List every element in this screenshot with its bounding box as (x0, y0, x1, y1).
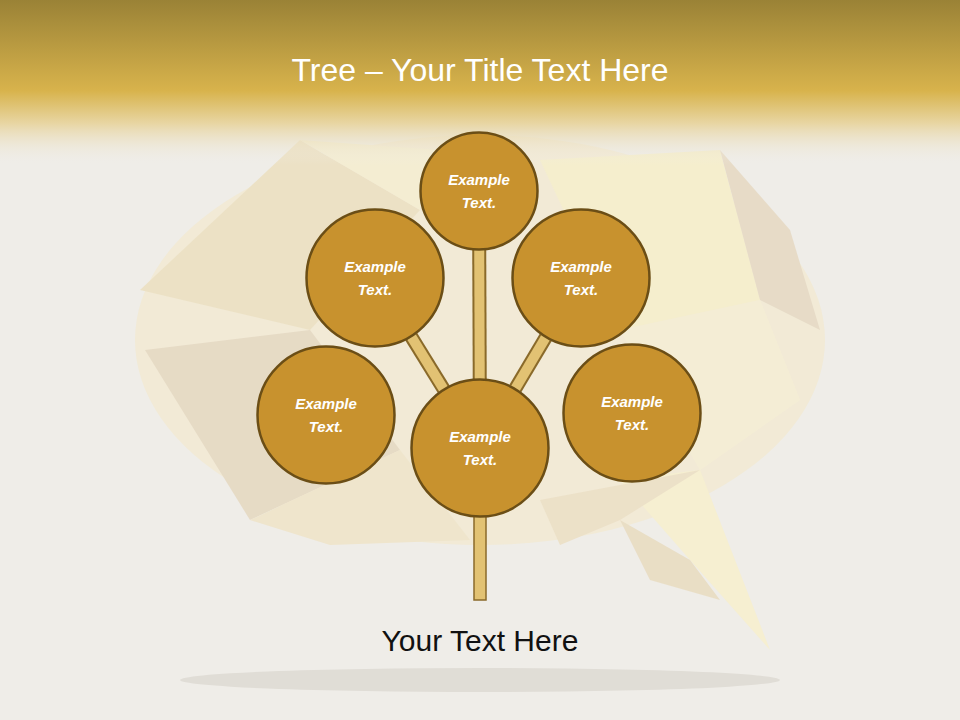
caption: Your Text Here (0, 624, 960, 658)
circle-label: Example Text. (287, 392, 365, 438)
branch-stroke (411, 337, 443, 390)
branch-stroke (411, 337, 443, 390)
circle-label: Example Text. (336, 255, 414, 301)
branch-stroke (474, 250, 485, 379)
branch-stroke (515, 337, 546, 388)
tree-branch (411, 337, 443, 390)
tree-branch (479, 250, 481, 379)
tree-circle: Example Text. (419, 131, 539, 251)
tree-circle: Example Text. (305, 208, 445, 348)
circle-shape (305, 208, 445, 348)
circle-label: Example Text. (441, 425, 519, 471)
tree-circle: Example Text. (256, 345, 396, 485)
circle-shape (419, 131, 539, 251)
slide-title: Tree – Your Title Text Here (0, 52, 960, 89)
tree-branch (515, 337, 546, 388)
circle-shape (256, 345, 396, 485)
circle-shape (562, 343, 702, 483)
circle-label: Example Text. (542, 255, 620, 301)
circle-label: Example Text. (440, 168, 518, 214)
branch-stroke (472, 250, 487, 379)
circle-shape (511, 208, 651, 348)
branch-stroke (515, 337, 546, 388)
tree-circle: Example Text. (562, 343, 702, 483)
tree-circle: Example Text. (410, 378, 550, 518)
circle-label: Example Text. (593, 390, 671, 436)
tree-circle: Example Text. (511, 208, 651, 348)
circle-shape (410, 378, 550, 518)
